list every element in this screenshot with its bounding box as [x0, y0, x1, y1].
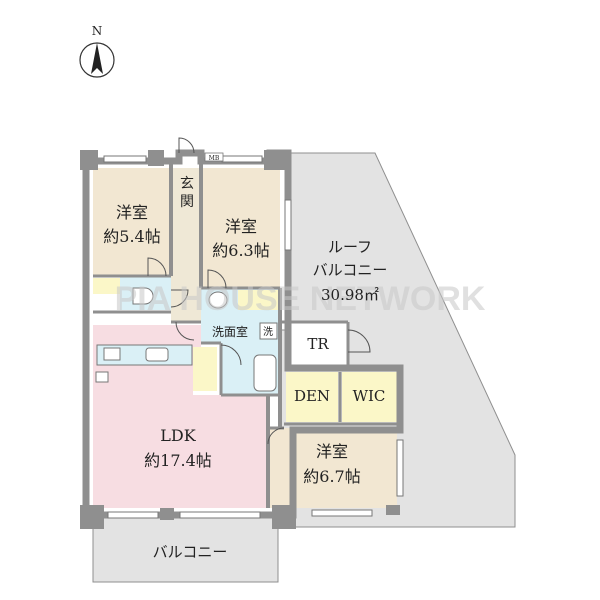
- entrance-area: [171, 168, 201, 286]
- wic-area: [342, 372, 397, 422]
- mb-box: [204, 152, 224, 162]
- tr-label: TR: [307, 335, 329, 353]
- bedroom-n: [201, 168, 280, 288]
- hall-area: [171, 286, 201, 322]
- walls: [82, 149, 404, 519]
- pillar-s-center: [160, 508, 174, 520]
- ldk-size: 約17.4帖: [144, 451, 212, 470]
- window-bedroom-n-east: [284, 199, 292, 251]
- entrance-label-1: 玄: [180, 175, 194, 192]
- entrance-label-2: 関: [180, 194, 194, 210]
- roof-balcony-area-label: 30.98㎡: [321, 286, 379, 304]
- door-toilet: [170, 289, 189, 308]
- doors: [147, 137, 371, 445]
- balcony-label: バルコニー: [153, 543, 228, 561]
- labels: 洋室 約5.4帖 玄 関 洋室 約6.3帖 MB 洗面室 洗 TR DEN WI…: [103, 155, 387, 561]
- pillar-nw: [80, 150, 98, 170]
- window-ldk-s2: [179, 511, 261, 519]
- bedroom-nw: [93, 168, 171, 276]
- window-nw: [103, 155, 147, 163]
- bedroom-n-name: 洋室: [225, 217, 257, 236]
- bathtub-icon: [253, 354, 277, 392]
- storage-n: [238, 290, 278, 310]
- outer-wall: [82, 149, 404, 519]
- storage-mid: [193, 347, 217, 391]
- windows: [103, 155, 404, 519]
- door-bedroom-nw: [147, 257, 167, 277]
- den-label: DEN: [294, 387, 330, 405]
- north-arrow-icon: [91, 43, 103, 74]
- roof-balcony-line2: バルコニー: [313, 261, 388, 279]
- mb-label: MB: [209, 155, 220, 162]
- washer-box: [259, 322, 278, 340]
- wash-basin-icon: [208, 291, 228, 309]
- pillar-ne: [264, 150, 286, 170]
- storage-nw: [93, 278, 120, 294]
- bedroom-nw-size: 約5.4帖: [103, 227, 160, 246]
- fixtures: [95, 152, 278, 392]
- door-tr: [347, 329, 371, 353]
- toilet-icon: [132, 287, 154, 305]
- pillar-east: [386, 505, 400, 515]
- window-ldk-s1: [107, 511, 159, 519]
- den-area: [286, 372, 338, 422]
- window-bedroom-se: [311, 509, 373, 517]
- ldk-name: LDK: [160, 426, 196, 445]
- sink-icon: [145, 347, 169, 362]
- door-bedroom-se: [267, 427, 285, 445]
- window-bedroom-se-east: [396, 439, 404, 497]
- north-compass: N: [79, 24, 115, 78]
- tr-area: [288, 322, 348, 366]
- stove-icon: [103, 347, 121, 361]
- door-entrance: [178, 137, 195, 154]
- pillars: [80, 150, 400, 529]
- bedroom-se-size: 約6.7帖: [303, 467, 360, 486]
- bedroom-nw-name: 洋室: [116, 203, 148, 222]
- door-washroom: [220, 344, 242, 366]
- pillar-se: [272, 505, 296, 529]
- window-n: [221, 155, 263, 163]
- watermark: PIA HOUSE NETWORK: [115, 280, 486, 318]
- balcony-area: [92, 517, 279, 583]
- washroom-label: 洗面室: [212, 324, 248, 339]
- pillar-n-center: [148, 150, 164, 166]
- ldk-area: [93, 325, 268, 508]
- pillar-sw: [80, 505, 104, 529]
- roof-balcony-line1: ルーフ: [328, 238, 372, 256]
- bedroom-se-name: 洋室: [316, 442, 348, 461]
- fridge-space: [95, 371, 109, 383]
- wic-label: WIC: [353, 387, 386, 405]
- bedroom-n-size: 約6.3帖: [212, 241, 269, 260]
- door-bedroom-n: [207, 269, 227, 289]
- door-hall-ldk: [175, 321, 195, 341]
- compass-north-label: N: [92, 24, 103, 38]
- washer-label: 洗: [263, 326, 273, 338]
